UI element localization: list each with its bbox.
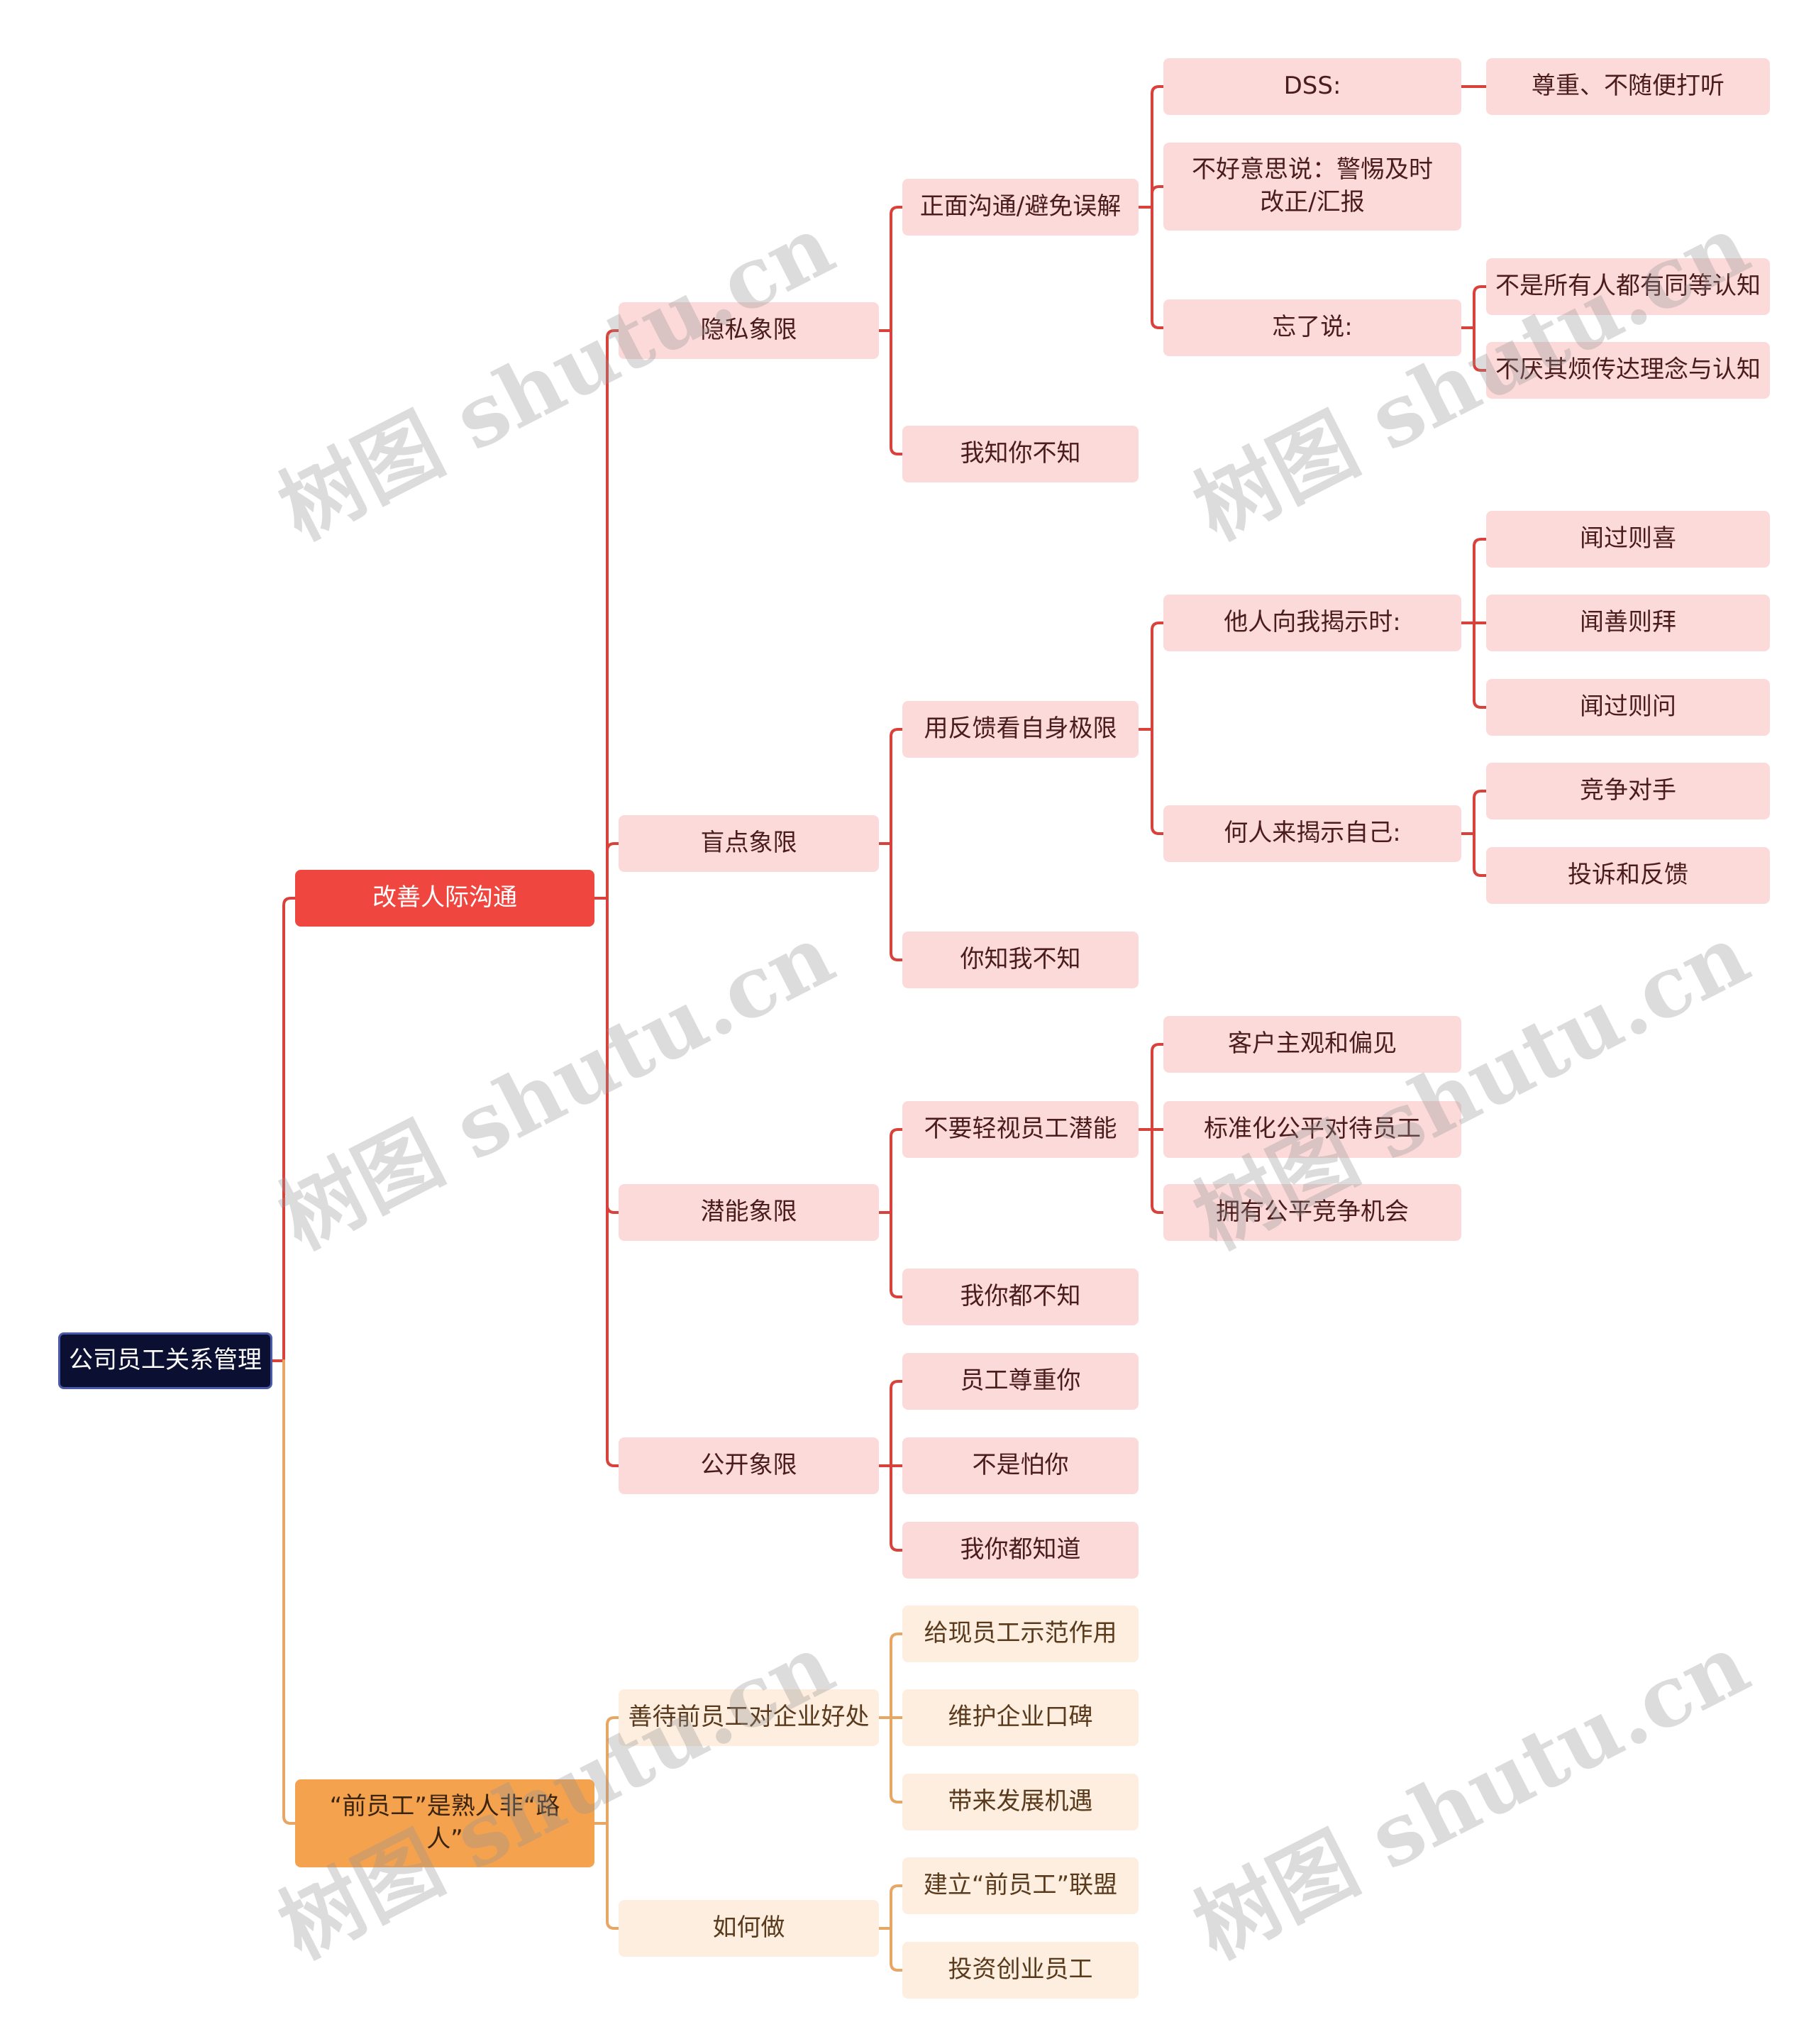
node-hear-fault-ask[interactable]: 闻过则问 [1486, 679, 1770, 736]
node-privacy-quadrant[interactable]: 隐私象限 [619, 302, 879, 359]
node-employees-respect[interactable]: 员工尊重你 [902, 1353, 1139, 1410]
node-blind-quadrant[interactable]: 盲点象限 [619, 815, 879, 872]
connector-branch [606, 1920, 620, 1930]
node-standardized-fair[interactable]: 标准化公平对待员工 [1163, 1101, 1461, 1158]
branch-improve-communication[interactable]: 改善人际沟通 [295, 870, 594, 927]
connector-branch [890, 1633, 904, 1642]
node-bring-opportunities[interactable]: 带来发展机遇 [902, 1774, 1139, 1830]
connector-branch [1151, 1043, 1165, 1053]
connector-branch [606, 1204, 620, 1214]
root-topic[interactable]: 公司员工关系管理 [58, 1332, 272, 1389]
connector-branch [606, 842, 620, 852]
connector-branch [1473, 285, 1488, 295]
connector-root-red [271, 897, 297, 1362]
connector-branch [1151, 319, 1165, 329]
node-both-know[interactable]: 我你都知道 [902, 1522, 1139, 1579]
node-fair-competition[interactable]: 拥有公平竞争机会 [1163, 1184, 1461, 1241]
connector-branch [890, 1288, 904, 1298]
node-dss-detail[interactable]: 尊重、不随便打听 [1486, 58, 1770, 115]
connector-branch [890, 951, 904, 961]
connector-branch [606, 1457, 620, 1467]
node-patiently-convey[interactable]: 不厌其烦传达理念与认知 [1486, 342, 1770, 399]
connector-branch [890, 1962, 904, 1972]
node-hear-good-bow[interactable]: 闻善则拜 [1486, 595, 1770, 651]
node-benefits-of-kindness[interactable]: 善待前员工对企业好处 [619, 1689, 879, 1746]
node-hear-fault-glad[interactable]: 闻过则喜 [1486, 511, 1770, 568]
connector-branch [1473, 362, 1488, 372]
node-forgot-to-say[interactable]: 忘了说: [1163, 299, 1461, 356]
node-not-fear[interactable]: 不是怕你 [902, 1437, 1139, 1494]
connector-branch [606, 1716, 620, 1726]
connector-branch [1151, 622, 1165, 631]
branch-former-employees[interactable]: “前员工”是熟人非“路人” [295, 1779, 594, 1867]
node-not-everyone-aware[interactable]: 不是所有人都有同等认知 [1486, 258, 1770, 315]
node-use-feedback[interactable]: 用反馈看自身极限 [902, 701, 1139, 758]
connector-branch [890, 728, 904, 738]
node-neither-knows[interactable]: 我你都不知 [902, 1269, 1139, 1325]
node-maintain-reputation[interactable]: 维护企业口碑 [902, 1689, 1139, 1746]
connector-branch [1473, 699, 1488, 709]
node-potential-quadrant[interactable]: 潜能象限 [619, 1184, 879, 1241]
connector-branch [1473, 867, 1488, 877]
node-complaints-feedback[interactable]: 投诉和反馈 [1486, 847, 1770, 904]
node-who-reveals[interactable]: 何人来揭示自己: [1163, 805, 1461, 862]
connector-branch [890, 1380, 904, 1390]
connector-branch [890, 446, 904, 455]
connector-branch [1151, 825, 1165, 835]
connector-branch [1473, 538, 1488, 548]
node-set-example[interactable]: 给现员工示范作用 [902, 1606, 1139, 1662]
connector-branch [606, 329, 620, 339]
node-positive-communication[interactable]: 正面沟通/避免误解 [902, 179, 1139, 236]
node-dss[interactable]: DSS: [1163, 58, 1461, 115]
node-you-know-i-dont[interactable]: 你知我不知 [902, 932, 1139, 988]
connector-branch [890, 1884, 904, 1894]
node-dont-underestimate[interactable]: 不要轻视员工潜能 [902, 1101, 1139, 1158]
node-how-to-do[interactable]: 如何做 [619, 1900, 879, 1957]
connector-branch [890, 1794, 904, 1803]
connector-branch [890, 206, 904, 216]
connector-branch [1151, 85, 1165, 95]
node-i-know-you-dont[interactable]: 我知你不知 [902, 426, 1139, 482]
connector-branch [890, 1128, 904, 1138]
node-competitors[interactable]: 竞争对手 [1486, 763, 1770, 819]
node-open-quadrant[interactable]: 公开象限 [619, 1437, 879, 1494]
node-embarrassed-to-say[interactable]: 不好意思说：警惕及时改正/汇报 [1163, 143, 1461, 231]
connector-branch [1473, 790, 1488, 800]
node-others-reveal[interactable]: 他人向我揭示时: [1163, 595, 1461, 651]
connector-root-orange [282, 1359, 297, 1825]
node-customer-bias[interactable]: 客户主观和偏见 [1163, 1016, 1461, 1073]
connector-branch [890, 1542, 904, 1552]
node-alumni-alliance[interactable]: 建立“前员工”联盟 [902, 1857, 1139, 1914]
connector-branch [1151, 185, 1165, 195]
node-invest-startup[interactable]: 投资创业员工 [902, 1942, 1139, 1999]
connector-branch [1151, 1204, 1165, 1214]
